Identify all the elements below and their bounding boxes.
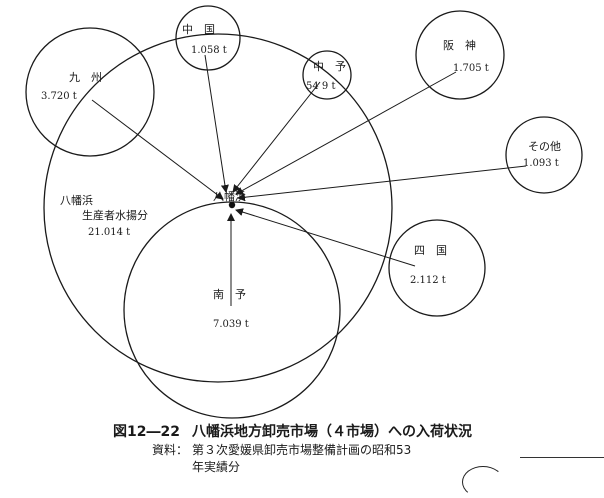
market-value-chuyo: 54 9 t	[306, 81, 335, 92]
market-circle-shikoku	[388, 219, 486, 317]
market-value-nanyo: 7.039 t	[213, 319, 249, 330]
flow-arrow-chuyo	[232, 81, 321, 193]
main-production-circle	[43, 33, 393, 383]
main-circle-value: 21.014 t	[88, 227, 130, 238]
main-circle-label-line1: 八幡浜	[60, 193, 93, 207]
market-value-shikoku: 2.112 t	[410, 275, 446, 286]
market-value-chugoku: 1.058 t	[191, 45, 227, 56]
source-text: 第３次愛媛県卸売市場整備計画の昭和53 年実績分	[192, 442, 432, 476]
market-label-nanyo: 南 予	[213, 288, 246, 301]
market-label-chuyo: 中 予	[313, 60, 346, 73]
market-circle-kyushu	[25, 27, 155, 157]
market-label-other: その他	[528, 140, 561, 153]
market-value-kyushu: 3.720 t	[41, 91, 77, 102]
market-value-hanshin: 1.705 t	[453, 63, 489, 74]
market-flow-diagram: 八幡浜 八幡浜 生産者水揚分 21.014 t 九 州 3.720 t 中 国 …	[25, 5, 583, 419]
source-label: 資料：	[152, 443, 189, 457]
center-dot	[228, 201, 236, 209]
market-value-other: 1.093 t	[523, 158, 559, 169]
flow-arrow-other	[237, 165, 527, 202]
figure-number: 図12―22	[113, 424, 180, 440]
market-label-chugoku: 中 国	[182, 23, 215, 36]
flow-arrow-hanshin	[235, 71, 457, 195]
flow-arrow-shikoku	[235, 208, 416, 267]
source-text-line2: 年実績分	[192, 460, 241, 474]
market-circle-other	[505, 116, 583, 194]
flow-arrow-chugoku	[204, 54, 229, 193]
market-circle-chugoku	[175, 5, 241, 71]
market-circle-nanyo	[123, 201, 341, 419]
market-circle-chuyo	[302, 50, 352, 100]
main-circle-label-line2: 生産者水揚分	[82, 208, 148, 222]
page-edge-arc	[462, 466, 504, 498]
market-label-hanshin: 阪 神	[443, 38, 476, 52]
figure-title: 八幡浜地方卸売市場（４市場）への入荷状況	[191, 424, 472, 440]
market-label-kyushu: 九 州	[69, 71, 102, 84]
center-label: 八幡浜	[213, 189, 246, 203]
market-label-shikoku: 四 国	[414, 244, 447, 257]
flow-arrow-kyushu	[91, 99, 224, 200]
page-edge-rule	[520, 457, 604, 458]
market-circle-hanshin	[415, 10, 505, 100]
source-text-line1: 第３次愛媛県卸売市場整備計画の昭和53	[192, 443, 412, 457]
figure-caption: 図12―22 八幡浜地方卸売市場（４市場）への入荷状況	[113, 421, 472, 441]
